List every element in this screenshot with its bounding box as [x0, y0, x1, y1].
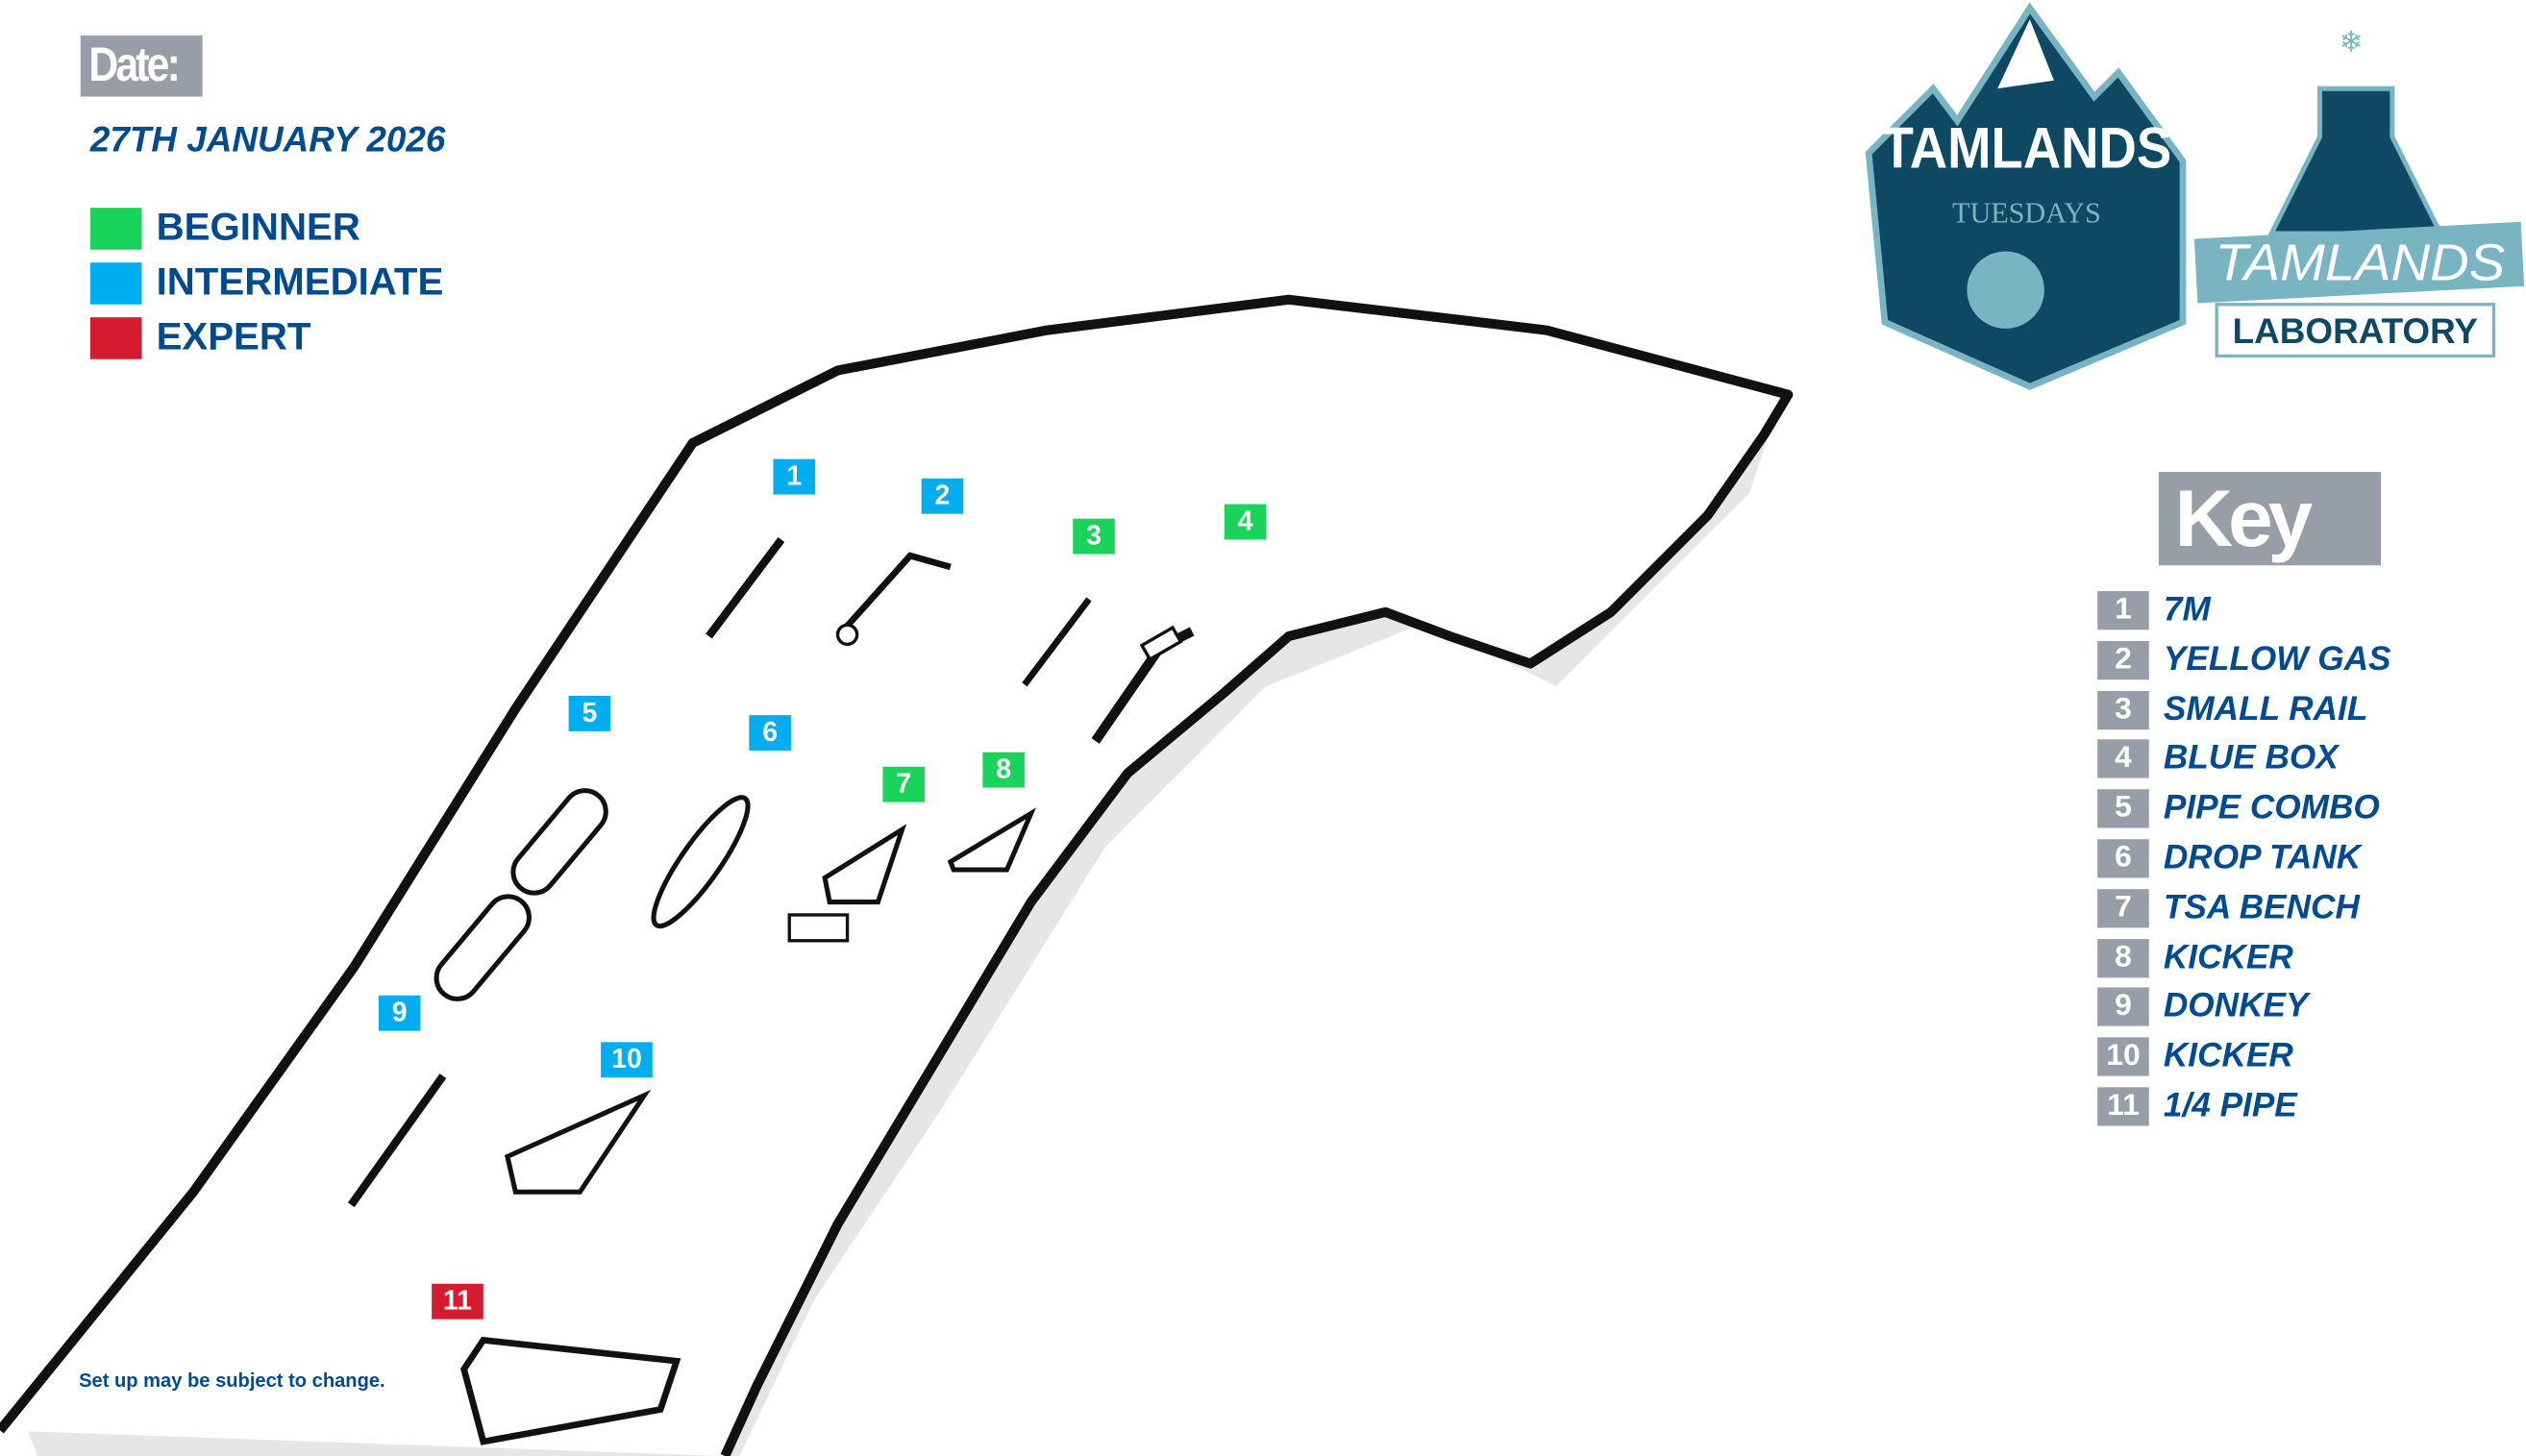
key-item: 6 DROP TANK: [2097, 838, 2361, 880]
key-item: 9 DONKEY: [2097, 986, 2308, 1028]
key-number: 5: [2097, 789, 2149, 828]
feature-pipe-combo: [433, 788, 608, 1001]
logo-subtitle: TUESDAYS: [1952, 196, 2101, 229]
key-number: 6: [2097, 839, 2149, 878]
feature-marker-3: 3: [1073, 518, 1115, 555]
legend-intermediate: INTERMEDIATE: [89, 260, 444, 307]
key-number: 4: [2097, 739, 2149, 779]
key-item: 8 KICKER: [2097, 937, 2293, 979]
key-item: 2 YELLOW GAS: [2097, 639, 2390, 681]
feature-marker-9: 9: [378, 995, 421, 1031]
key-item: 5 PIPE COMBO: [2097, 788, 2380, 830]
feature-marker-8: 8: [982, 752, 1025, 788]
key-item: 1 7M: [2097, 589, 2211, 631]
key-label: KICKER: [2163, 938, 2293, 975]
logo-title: TAMLANDS: [1882, 114, 2172, 180]
key-item: 7 TSA BENCH: [2097, 887, 2360, 929]
key-label: 1/4 PIPE: [2163, 1087, 2297, 1124]
legend-label: BEGINNER: [156, 206, 360, 250]
feature-marker-7: 7: [882, 766, 926, 802]
key-label: KICKER: [2163, 1037, 2293, 1075]
feature-marker-5: 5: [568, 696, 611, 731]
feature-marker-11: 11: [432, 1283, 483, 1320]
key-number: 10: [2097, 1037, 2149, 1076]
feature-quarter-pipe: [460, 1336, 681, 1445]
logo-subtitle: LABORATORY: [2233, 311, 2478, 351]
feature-tsa-bench: [787, 824, 907, 943]
key-label: YELLOW GAS: [2163, 640, 2391, 679]
key-label: DROP TANK: [2163, 839, 2362, 876]
key-label: SMALL RAIL: [2163, 690, 2368, 728]
slope-outline: [0, 294, 1794, 1456]
feature-marker-6: 6: [749, 715, 791, 752]
red-swatch: [89, 317, 142, 359]
disclaimer: Set up may be subject to change.: [79, 1369, 385, 1393]
key-label: TSA BENCH: [2163, 888, 2360, 926]
key-number: 8: [2097, 938, 2149, 977]
key-label: BLUE BOX: [2163, 739, 2339, 777]
key-label: DONKEY: [2163, 988, 2309, 1025]
key-number: 7: [2097, 888, 2149, 928]
date-value: 27TH JANUARY 2026: [89, 119, 446, 160]
legend-label: EXPERT: [156, 315, 311, 359]
key-title: Key: [2158, 472, 2382, 566]
feature-small-rail: [1022, 597, 1092, 687]
key-number: 3: [2097, 690, 2149, 729]
feature-marker-10: 10: [601, 1042, 653, 1078]
snowflake-icon: ❄: [2340, 27, 2364, 59]
key-number: 2: [2097, 640, 2149, 679]
feature-yellow-gas: [835, 552, 952, 647]
key-label: PIPE COMBO: [2163, 789, 2380, 827]
key-number: 11: [2097, 1087, 2149, 1126]
date-label: Date:: [80, 35, 203, 97]
key-item: 4 BLUE BOX: [2097, 738, 2339, 780]
key-number: 1: [2097, 591, 2149, 630]
key-item: 3 SMALL RAIL: [2097, 689, 2367, 731]
feature-7m-rail: [706, 536, 785, 639]
key-item: 10 KICKER: [2097, 1036, 2293, 1078]
key-item: 11 1/4 PIPE: [2097, 1086, 2297, 1128]
feature-blue-box: [1091, 625, 1195, 744]
feature-drop-tank: [651, 795, 751, 929]
feature-marker-4: 4: [1224, 504, 1267, 540]
feature-donkey-rail: [347, 1073, 447, 1208]
legend-expert: EXPERT: [89, 315, 311, 360]
key-number: 9: [2097, 988, 2149, 1027]
key-label: 7M: [2163, 591, 2211, 629]
logo-title: TAMLANDS: [2216, 234, 2506, 292]
feature-marker-2: 2: [921, 478, 964, 514]
feature-marker-1: 1: [773, 458, 816, 495]
feature-kicker-8: [947, 807, 1037, 873]
green-swatch: [89, 208, 142, 250]
blue-swatch: [89, 262, 142, 305]
legend-label: INTERMEDIATE: [156, 260, 444, 305]
legend-beginner: BEGINNER: [89, 206, 360, 252]
feature-kicker-10: [505, 1089, 652, 1195]
